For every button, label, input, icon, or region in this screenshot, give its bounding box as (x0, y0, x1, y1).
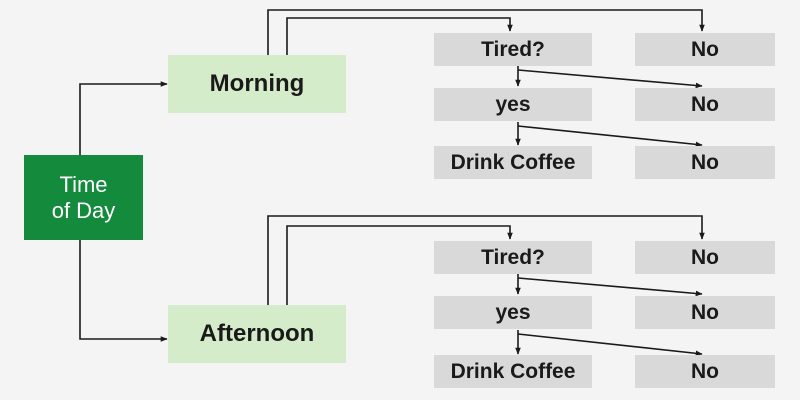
no-node-morning-3: No (635, 146, 775, 179)
root-label-line-1: Time (59, 171, 108, 197)
step-node-drink-coffee-morning: Drink Coffee (434, 146, 592, 179)
edge-afternoon-to-no-1 (267, 215, 705, 305)
branch-node-morning: Morning (168, 55, 346, 113)
edge-yes-to-no-6 (517, 333, 703, 357)
no-node-afternoon-2: No (635, 296, 775, 329)
edge-afternoon-to-tired (286, 225, 513, 305)
root-label-line-2: of Day (51, 197, 116, 223)
no-node-morning-1: No (635, 33, 775, 66)
edge-root-to-morning (79, 81, 168, 155)
step-node-tired-afternoon: Tired? (434, 241, 592, 274)
edge-morning-to-no-1 (267, 9, 705, 55)
edge-yes-to-no-3 (517, 125, 703, 148)
step-node-drink-coffee-afternoon: Drink Coffee (434, 355, 592, 388)
step-node-yes-morning: yes (434, 88, 592, 121)
edge-tired-to-no-5 (517, 277, 703, 297)
edge-morning-to-tired (286, 17, 513, 55)
no-node-afternoon-3: No (635, 355, 775, 388)
branch-node-afternoon: Afternoon (168, 305, 346, 363)
no-node-morning-2: No (635, 88, 775, 121)
root-node-time-of-day: Time of Day (24, 155, 143, 240)
no-node-afternoon-1: No (635, 241, 775, 274)
edge-root-to-afternoon (79, 240, 168, 342)
edge-tired-to-no-2 (517, 69, 703, 89)
step-node-tired-morning: Tired? (434, 33, 592, 66)
step-node-yes-afternoon: yes (434, 296, 592, 329)
